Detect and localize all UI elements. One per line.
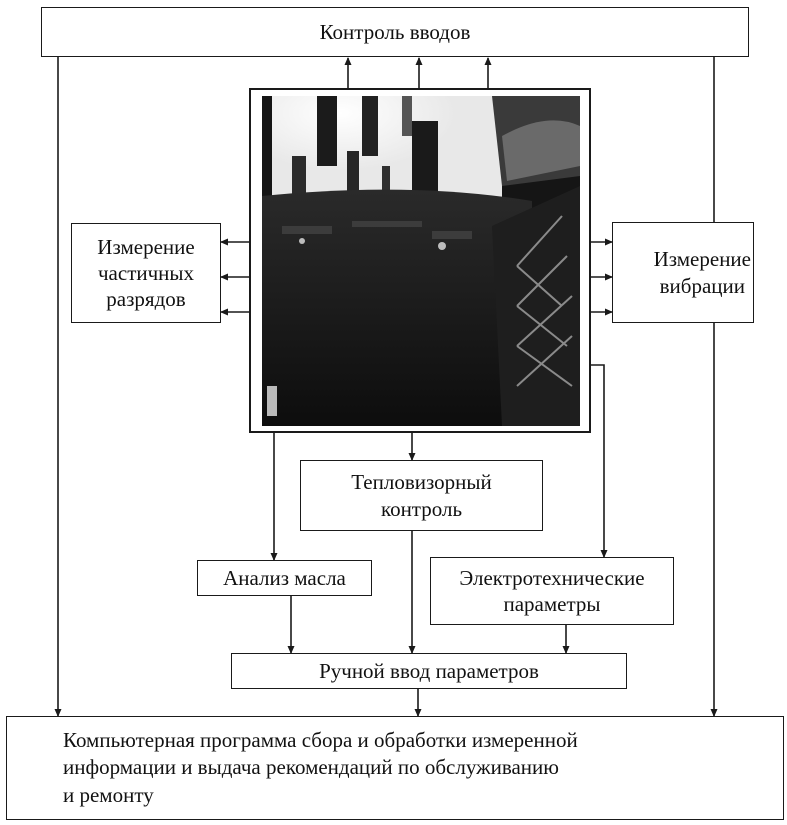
- partial-discharge-label: Измерение частичных разрядов: [97, 234, 195, 312]
- transformer-photo: [262, 96, 580, 426]
- vibration-box: Измерение вибрации: [612, 222, 754, 323]
- electrical-parameters-label: Электротехнические параметры: [459, 565, 645, 616]
- computer-program-box: Компьютерная программа сбора и обработки…: [6, 716, 784, 820]
- oil-analysis-box: Анализ масла: [197, 560, 372, 596]
- top-box-label: Контроль вводов: [319, 19, 471, 44]
- manual-input-label: Ручной ввод параметров: [319, 658, 539, 683]
- partial-discharge-box: Измерение частичных разрядов: [71, 223, 221, 323]
- computer-program-label: Компьютерная программа сбора и обработки…: [63, 728, 578, 807]
- thermal-imaging-label: Тепловизорный контроль: [351, 470, 492, 521]
- manual-input-box: Ручной ввод параметров: [231, 653, 627, 689]
- thermal-imaging-box: Тепловизорный контроль: [300, 460, 543, 531]
- electrical-parameters-box: Электротехнические параметры: [430, 557, 674, 625]
- oil-analysis-label: Анализ масла: [223, 565, 346, 590]
- vibration-label: Измерение вибрации: [653, 247, 751, 298]
- top-box-bushing-control: Контроль вводов: [41, 7, 749, 57]
- arrow-photo-to-electro: [591, 364, 608, 558]
